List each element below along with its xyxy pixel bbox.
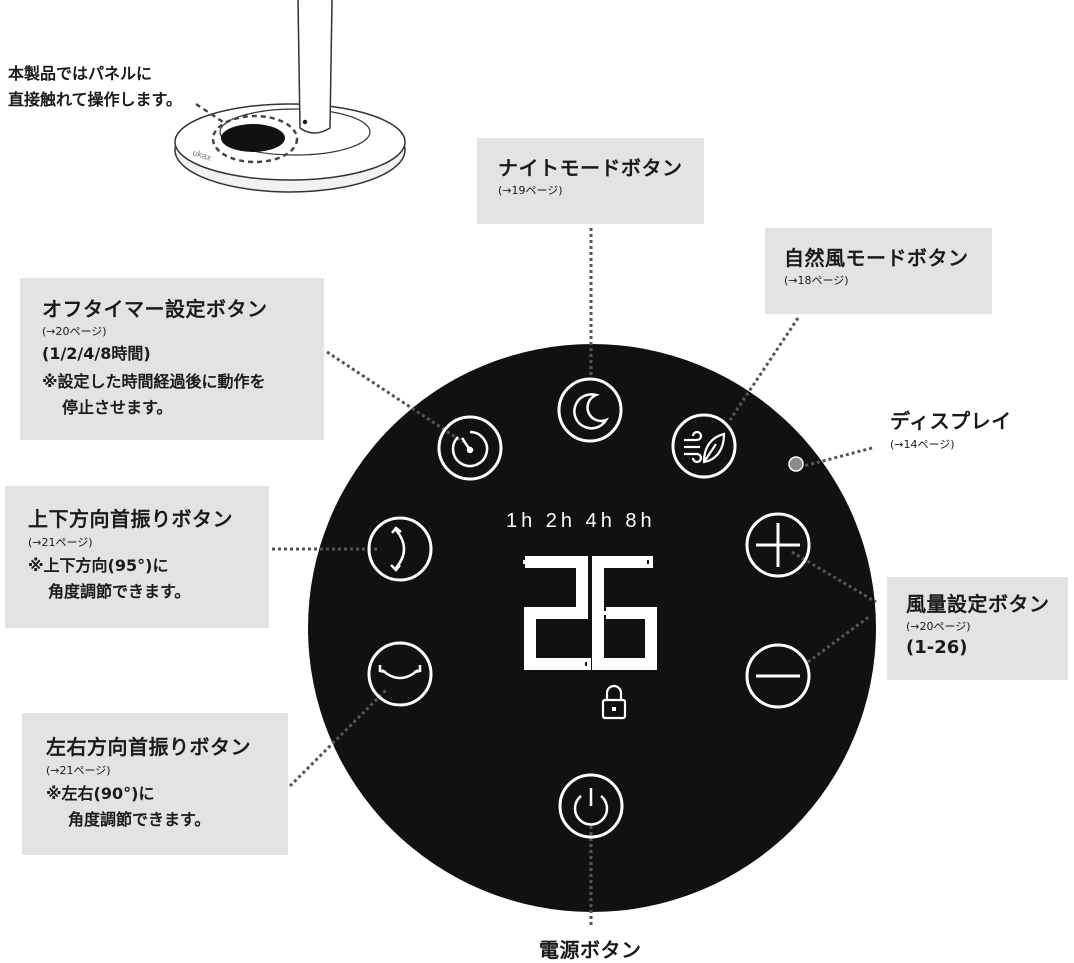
display-title: ディスプレイ [890,409,1012,433]
horizontal-swing-title: 左右方向首振りボタン [46,735,251,759]
horizontal-swing-button[interactable] [367,641,433,707]
off-timer-note-hours: (1/2/4/8時間) [42,344,151,363]
off-timer-note-line-1: ※設定した時間経過後に動作を [42,372,266,391]
leaf-wind-icon [684,430,726,464]
vertical-swing-button[interactable] [367,516,433,582]
intro-line-1: 本製品ではパネルに [8,64,153,83]
fan-speed-plus-button[interactable] [745,512,811,578]
power-title: 電源ボタン [539,938,642,962]
off-timer-button[interactable] [437,415,503,481]
off-timer-callout [20,278,324,440]
power-icon [573,788,609,826]
plus-icon [756,523,800,567]
natural-wind-callout [765,228,992,314]
display-sensor-dot [788,456,804,472]
natural-wind-button[interactable] [671,413,737,479]
horizontal-swing-callout [22,713,288,855]
intro-line-2: 直接触れて操作します。 [8,90,182,109]
display-page-ref: (→14ページ) [890,438,955,451]
vertical-swing-page-ref: (→21ページ) [28,536,93,549]
timer-icon [451,430,489,468]
natural-wind-page-ref: (→18ページ) [784,274,849,287]
vertical-swing-icon [390,526,406,572]
speed-value-display [523,556,657,670]
fan-speed-page-ref: (→20ページ) [906,620,971,633]
leader-lines [272,228,877,926]
horizontal-swing-page-ref: (→21ページ) [46,764,111,777]
vertical-swing-title: 上下方向首振りボタン [28,507,233,531]
horizontal-swing-note-line-1: ※左右(90°)に [46,784,155,803]
night-mode-page-ref: (→19ページ) [498,184,563,197]
vertical-swing-note-line-2: 角度調節できます。 [48,582,191,601]
timer-hours-indicator: 1h 2h 4h 8h [506,510,656,532]
off-timer-note-line-2: 停止させます。 [62,398,173,417]
fan-speed-minus-button[interactable] [745,643,811,709]
moon-icon [573,393,609,430]
horizontal-swing-icon [378,665,422,680]
fan-speed-callout [887,577,1068,680]
fan-speed-range: (1-26) [906,637,968,658]
off-timer-title: オフタイマー設定ボタン [42,297,268,321]
vertical-swing-note-line-1: ※上下方向(95°)に [28,556,169,575]
night-mode-callout [477,138,704,224]
fan-speed-title: 風量設定ボタン [906,592,1050,616]
night-mode-button[interactable] [557,377,623,443]
power-button[interactable] [558,773,624,839]
off-timer-page-ref: (→20ページ) [42,325,107,338]
night-mode-title: ナイトモードボタン [498,156,683,180]
horizontal-swing-note-line-2: 角度調節できます。 [68,810,211,829]
lock-icon [601,684,627,720]
vertical-swing-callout [5,486,269,628]
natural-wind-title: 自然風モードボタン [784,246,969,270]
